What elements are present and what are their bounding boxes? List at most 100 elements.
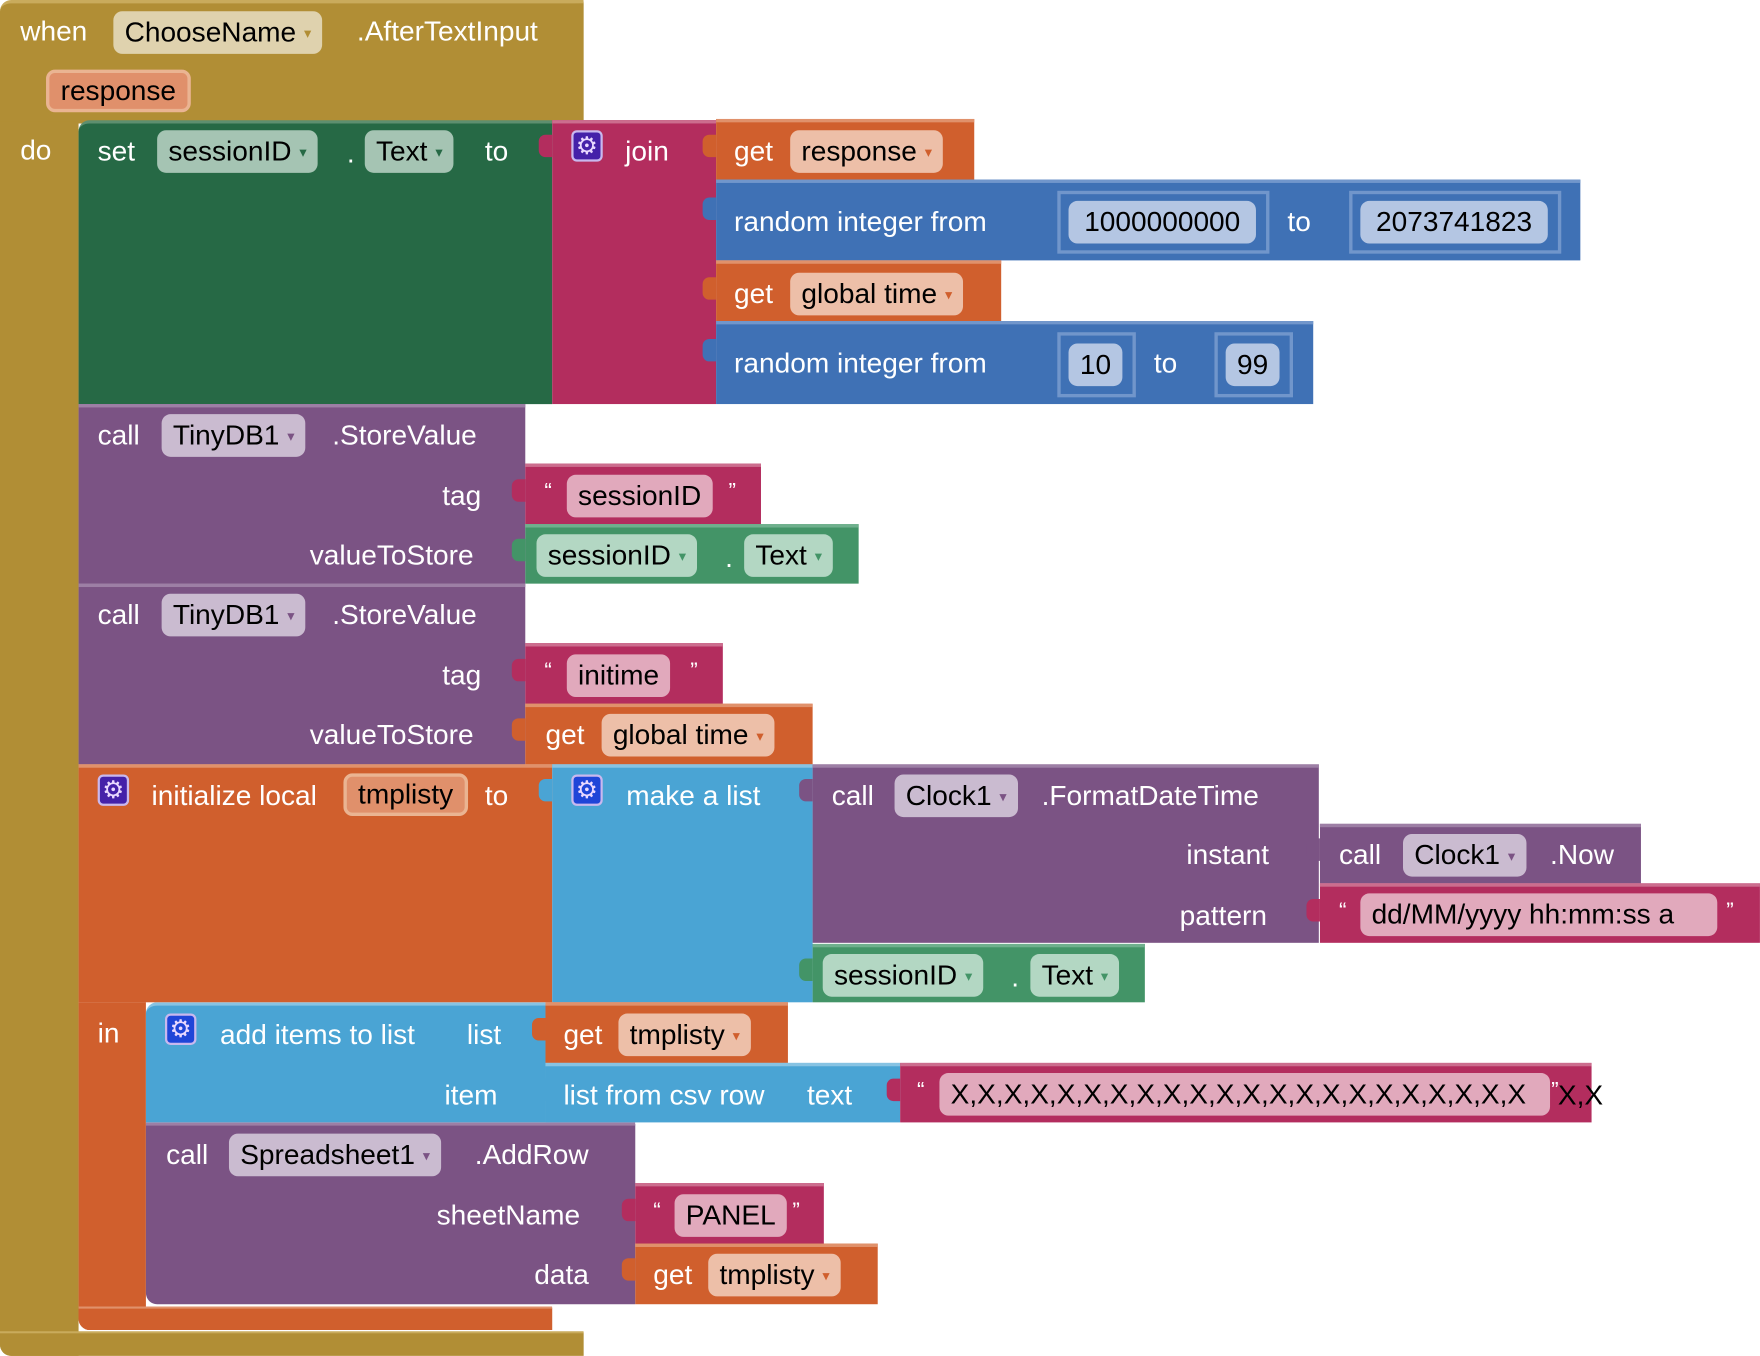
connector — [511, 658, 526, 682]
initialize-local-block[interactable] — [78, 764, 553, 1003]
gear-icon[interactable]: ⚙ — [571, 774, 603, 806]
initialize-local-body — [78, 1002, 146, 1331]
call-label: call — [1339, 839, 1382, 871]
text-value: PANEL — [685, 1199, 776, 1232]
add-items-label: add items to list — [219, 1019, 415, 1051]
component-dropdown-tinydb1[interactable]: TinyDB1▾ — [161, 414, 306, 457]
text-field[interactable]: initime — [566, 654, 671, 698]
text-field[interactable]: PANEL — [674, 1194, 787, 1237]
join-label: join — [625, 135, 669, 168]
to-label: to — [1287, 206, 1311, 238]
to-label: to — [1153, 347, 1178, 380]
join-block[interactable] — [552, 120, 717, 405]
component-dropdown-sessionid[interactable]: sessionID ▾ — [536, 534, 698, 577]
make-a-list-label: make a list — [626, 780, 761, 812]
connector — [511, 718, 526, 741]
value-label: valueToStore — [309, 539, 474, 572]
data-label: data — [534, 1259, 589, 1291]
do-label: do — [20, 134, 52, 167]
open-quote: “ — [917, 1078, 925, 1104]
number-field-from[interactable]: 1000000000 — [1068, 200, 1256, 244]
connector — [621, 1258, 636, 1281]
variable-dropdown-tmplisty[interactable]: tmplisty▾ — [618, 1013, 752, 1057]
component-dropdown-choosename[interactable]: ChooseName▾ — [113, 11, 323, 54]
list-from-csv-row-block[interactable] — [545, 1062, 901, 1123]
call-label: call — [831, 780, 874, 812]
instant-label: instant — [1186, 839, 1270, 871]
property-dropdown-text[interactable]: Text▾ — [364, 130, 454, 173]
number-value: 2073741823 — [1376, 206, 1533, 238]
connector — [702, 338, 717, 362]
method-name: .AddRow — [474, 1139, 589, 1171]
property-dropdown-text[interactable]: Text▾ — [744, 534, 834, 577]
gear-icon[interactable]: ⚙ — [97, 774, 130, 806]
chevron-down-icon: ▾ — [435, 144, 443, 161]
dropdown-value: tmplisty — [719, 1259, 815, 1291]
dot-separator: . — [1011, 961, 1020, 994]
text-value: dd/MM/yyyy hh:mm:ss a — [1371, 899, 1675, 931]
dropdown-value: Clock1 — [1414, 839, 1500, 871]
event-block-body — [0, 121, 79, 1356]
method-name: .StoreValue — [332, 419, 477, 452]
in-label: in — [97, 1018, 120, 1050]
dropdown-value: response — [801, 135, 917, 168]
close-quote: ” — [728, 479, 736, 504]
component-dropdown-sessionid[interactable]: sessionID▾ — [822, 954, 984, 997]
call-label: call — [166, 1139, 209, 1171]
connector — [532, 1018, 546, 1041]
connector — [1306, 899, 1320, 922]
connector — [532, 1078, 546, 1102]
random-integer-label: random integer from — [734, 347, 987, 380]
chevron-down-icon: ▾ — [999, 788, 1007, 806]
property-dropdown-text[interactable]: Text▾ — [1030, 954, 1120, 997]
tag-label: tag — [442, 659, 482, 692]
close-quote: ” — [690, 658, 698, 684]
method-name: .FormatDateTime — [1041, 780, 1259, 812]
chevron-down-icon: ▾ — [924, 144, 933, 161]
number-field-from[interactable]: 10 — [1068, 343, 1123, 387]
chevron-down-icon: ▾ — [422, 1147, 431, 1165]
add-items-to-list-block[interactable] — [145, 1002, 546, 1123]
number-field-to[interactable]: 2073741823 — [1360, 200, 1548, 244]
component-dropdown-spreadsheet1[interactable]: Spreadsheet1 ▾ — [228, 1133, 442, 1177]
local-variable-name-field[interactable]: tmplisty — [343, 773, 468, 816]
text-overflow: X,X — [1557, 1079, 1604, 1112]
value-label: valueToStore — [309, 719, 474, 751]
gear-icon[interactable]: ⚙ — [164, 1013, 197, 1045]
component-dropdown-sessionid[interactable]: sessionID▾ — [157, 130, 318, 173]
component-dropdown-clock1[interactable]: Clock1▾ — [1403, 833, 1527, 877]
text-label: text — [807, 1079, 853, 1112]
connector — [799, 778, 813, 802]
variable-dropdown-response[interactable]: response ▾ — [790, 130, 944, 173]
dropdown-value: Text — [1041, 959, 1094, 992]
connector — [621, 1198, 636, 1222]
variable-dropdown-global-time[interactable]: global time▾ — [790, 272, 964, 316]
dropdown-value: sessionID — [547, 539, 671, 572]
connector — [1306, 838, 1320, 861]
component-dropdown-tinydb1[interactable]: TinyDB1▾ — [161, 593, 306, 637]
open-quote: “ — [653, 1198, 661, 1224]
event-block-footer — [0, 1331, 584, 1356]
number-field-to[interactable]: 99 — [1225, 343, 1280, 387]
component-dropdown-clock1[interactable]: Clock1▾ — [894, 774, 1018, 818]
random-integer-block-2[interactable] — [716, 321, 1314, 405]
call-label: call — [97, 599, 140, 631]
event-param-response[interactable]: response — [46, 69, 191, 113]
gear-icon[interactable]: ⚙ — [571, 130, 603, 162]
chevron-down-icon: ▾ — [814, 548, 823, 566]
item-label: item — [444, 1079, 498, 1112]
dropdown-value: Spreadsheet1 — [240, 1139, 415, 1171]
dropdown-value: TinyDB1 — [172, 599, 280, 631]
get-label: get — [563, 1019, 603, 1051]
variable-dropdown-global-time[interactable]: global time▾ — [601, 713, 775, 757]
variable-dropdown-tmplisty[interactable]: tmplisty▾ — [708, 1253, 841, 1297]
chevron-down-icon: ▾ — [304, 25, 312, 42]
text-field[interactable]: X,X,X,X,X,X,X,X,X,X,X,X,X,X,X,X,X,X,X,X,… — [939, 1073, 1551, 1116]
text-field[interactable]: sessionID — [566, 474, 713, 518]
chevron-down-icon: ▾ — [678, 548, 687, 566]
initialize-local-footer — [78, 1306, 553, 1331]
text-field[interactable]: dd/MM/yyyy hh:mm:ss a — [1360, 893, 1718, 937]
text-value: sessionID — [578, 480, 702, 512]
dot-separator: . — [346, 138, 355, 170]
get-label: get — [734, 278, 774, 310]
